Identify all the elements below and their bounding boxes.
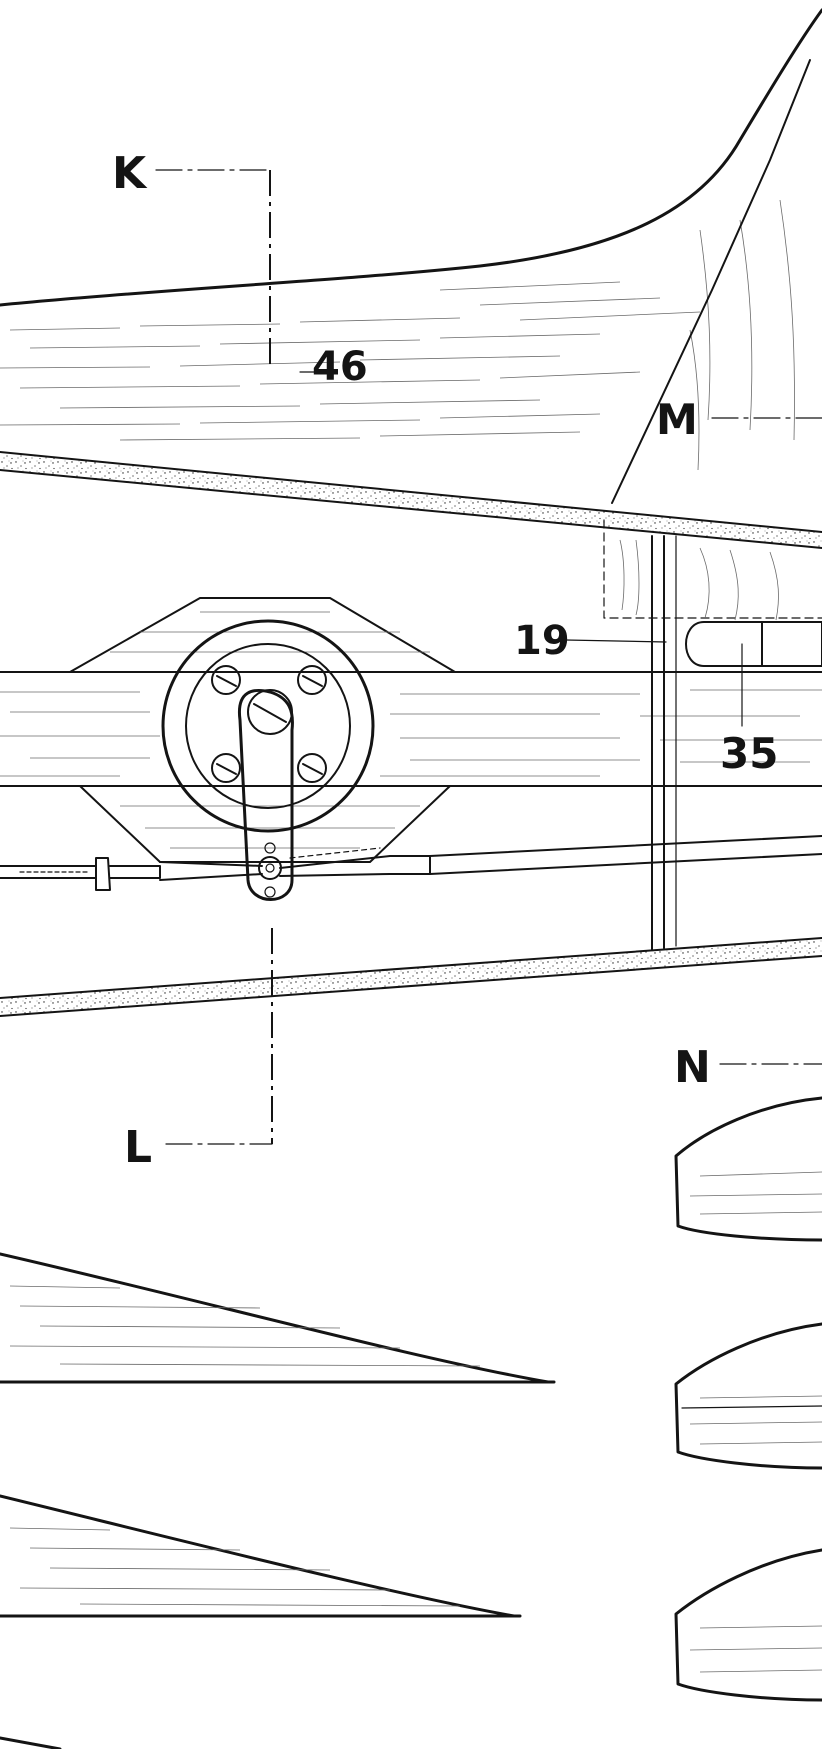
label-part-19: 19 [514,618,570,664]
label-part-46: 46 [312,344,368,390]
main-spar [0,671,822,787]
pushrod-linkage [0,835,822,891]
former-19 [603,519,822,951]
airfoil-section-3 [674,1548,822,1702]
tapered-rib-upper [0,1252,556,1384]
tapered-rib-lower [0,1494,522,1618]
airfoil-section-1 [674,1096,822,1242]
lower-longeron [0,937,822,1017]
label-section-k: K [112,148,148,199]
section-line-k [155,169,271,364]
rib-edge-bottom [0,1736,62,1749]
upper-longeron [0,451,822,549]
label-section-l: L [124,1122,152,1173]
label-part-35: 35 [720,729,778,778]
label-section-m: M [656,395,698,444]
bellcrank-outer-disc [161,619,375,833]
leader-19 [565,639,667,643]
airfoil-section-2 [674,1322,822,1470]
bellcrank-inner-disc [185,643,351,809]
section-line-l [165,928,273,1145]
part-35-block [685,621,822,667]
bellcrank-assembly [161,619,375,901]
wing-panel-46 [0,8,822,471]
strut-line [611,59,811,504]
bellcrank-mount-plate [69,597,456,863]
label-section-n: N [674,1042,711,1093]
mounting-screws [211,665,327,783]
